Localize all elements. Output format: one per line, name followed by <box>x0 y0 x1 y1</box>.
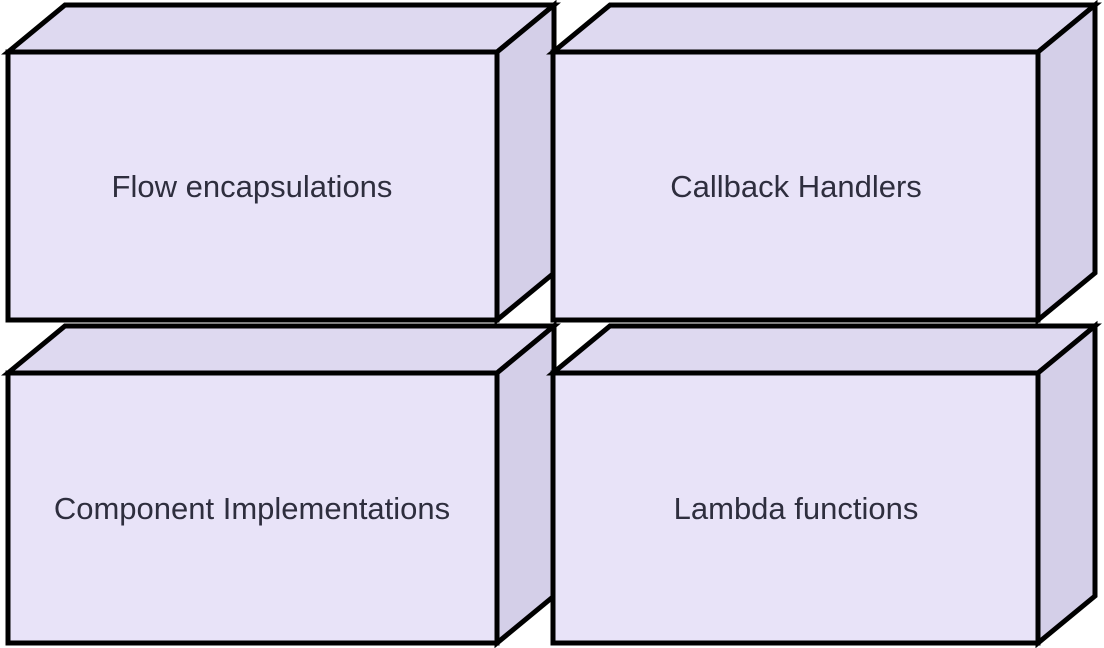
node-callback-handlers: Callback Handlers <box>546 0 1102 326</box>
box-right-face <box>494 320 557 648</box>
node-lambda-functions: Lambda functions <box>546 320 1102 648</box>
box-front-face <box>550 49 1041 323</box>
box-right-face <box>1035 320 1098 648</box>
node-label: Callback Handlers <box>670 169 922 204</box>
box-top-face <box>546 2 1102 55</box>
box-top-face <box>546 323 1102 376</box>
node-label: Lambda functions <box>674 491 919 526</box>
node-flow-encapsulations: Flow encapsulations <box>1 0 561 326</box>
box-right-face <box>494 0 557 326</box>
box-top-face <box>1 323 561 376</box>
box-front-face <box>5 49 500 323</box>
node-component-implementations: Component Implementations <box>1 320 561 648</box>
node-label: Flow encapsulations <box>112 169 393 204</box>
node-label: Component Implementations <box>54 491 450 526</box>
box-front-face <box>5 370 500 646</box>
box-top-face <box>1 2 561 55</box>
box-front-face <box>550 370 1041 646</box>
box-right-face <box>1035 0 1098 326</box>
